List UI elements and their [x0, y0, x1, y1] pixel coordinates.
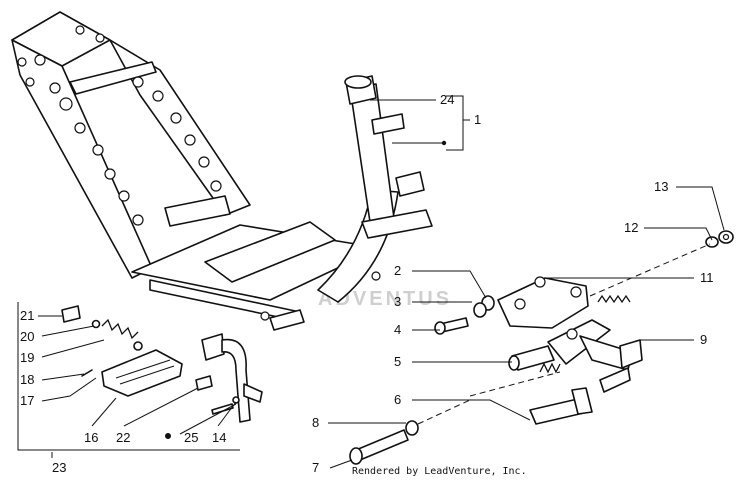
- washer-18: [133, 341, 143, 351]
- credit-text: Rendered by LeadVenture, Inc.: [352, 466, 527, 477]
- washer-14: [232, 396, 240, 404]
- spring-19: [101, 318, 139, 340]
- callout-21: 21: [20, 308, 34, 323]
- side-stand-bracket: [201, 333, 263, 423]
- callout-9: 9: [700, 332, 707, 347]
- washer-2-3: [473, 295, 495, 318]
- stand-spring: [597, 294, 631, 304]
- callout-12: 12: [624, 220, 638, 235]
- callout-5: 5: [394, 354, 401, 369]
- callout-2: 2: [394, 263, 401, 278]
- callout-17: 17: [20, 393, 34, 408]
- washer-8: [405, 420, 419, 436]
- pin-17: [81, 369, 93, 377]
- callout-4: 4: [394, 322, 401, 337]
- bolt-4: [434, 317, 469, 335]
- callout-25: 25: [184, 430, 198, 445]
- callout-24: 24: [440, 92, 454, 107]
- rubber-pad-21: [61, 305, 81, 323]
- callout-6: 6: [394, 392, 401, 407]
- frame-body: [11, 11, 433, 331]
- frame-holes: [17, 25, 222, 226]
- bolt-7: [349, 429, 409, 465]
- callout-23: 23: [52, 460, 66, 475]
- callout-7: 7: [312, 460, 319, 475]
- pin-5: [508, 345, 555, 371]
- washer-20: [91, 319, 101, 329]
- callout-11: 11: [700, 270, 714, 285]
- callout-16: 16: [84, 430, 98, 445]
- callout-14: 14: [212, 430, 226, 445]
- bushing-22: [195, 375, 213, 391]
- washer-12-13: [705, 230, 734, 248]
- stand-bracket-11: [497, 276, 589, 329]
- spring-6: [539, 362, 561, 374]
- callout-19: 19: [20, 350, 34, 365]
- callout-20: 20: [20, 329, 34, 344]
- callout-3: 3: [394, 294, 401, 309]
- footrest-16: [101, 349, 183, 397]
- screw-25: [211, 403, 234, 415]
- callout-13: 13: [654, 179, 668, 194]
- callout-1: 1: [474, 112, 481, 127]
- callout-8: 8: [312, 415, 319, 430]
- center-stand-9: [529, 319, 643, 425]
- callout-18: 18: [20, 372, 34, 387]
- watermark: ADVENTUS: [318, 288, 452, 310]
- callout-22: 22: [116, 430, 130, 445]
